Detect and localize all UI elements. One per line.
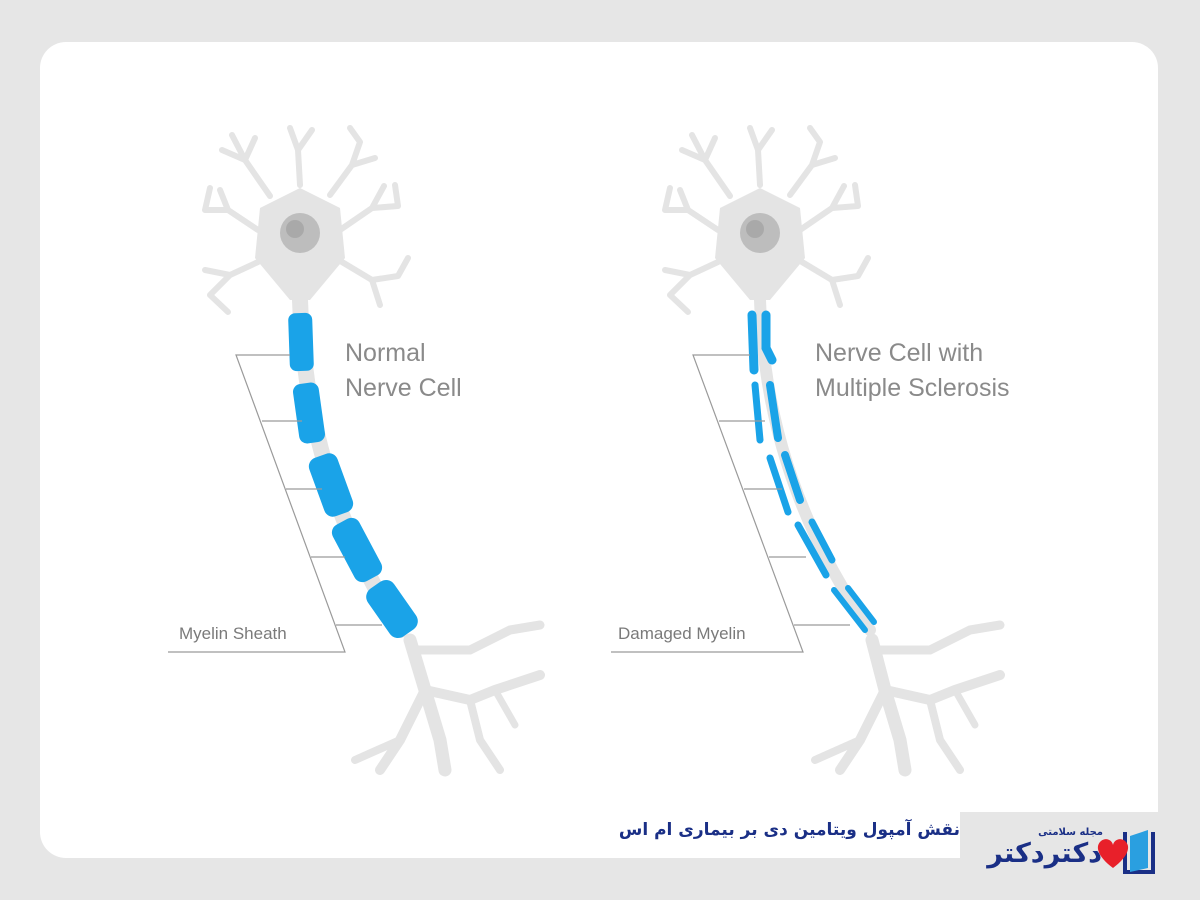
ms-neuron: Nerve Cell with Multiple Sclerosis Damag… <box>611 125 1010 777</box>
brand-logo <box>1097 830 1155 874</box>
logo-tab <box>960 812 1200 900</box>
dendrites <box>662 125 871 315</box>
damaged-myelin-segments <box>747 310 877 633</box>
normal-title-line1: Normal <box>345 339 426 367</box>
image-caption: نقش آمپول ویتامین دی بر بیماری ام اس <box>618 820 960 840</box>
dendrites <box>202 125 411 315</box>
myelin-segments <box>288 312 418 639</box>
axon-terminals <box>811 620 1005 777</box>
heart-icon <box>1097 839 1129 868</box>
ms-title-line1: Nerve Cell with <box>815 339 983 367</box>
myelin-sheath-label: Myelin Sheath <box>179 624 287 643</box>
callout-lines <box>611 354 850 653</box>
normal-neuron: Normal Nerve Cell Myelin Sheath <box>168 125 545 777</box>
normal-title-line2: Nerve Cell <box>345 374 462 402</box>
logo-tagline: مجله سلامتی <box>1038 827 1103 838</box>
logo-name: دکتردکتر <box>987 838 1103 869</box>
damaged-myelin-label: Damaged Myelin <box>618 624 746 643</box>
ms-title-line2: Multiple Sclerosis <box>815 374 1010 402</box>
axon-terminals <box>351 620 545 777</box>
callout-lines <box>168 354 382 653</box>
book-icon <box>1123 830 1155 874</box>
